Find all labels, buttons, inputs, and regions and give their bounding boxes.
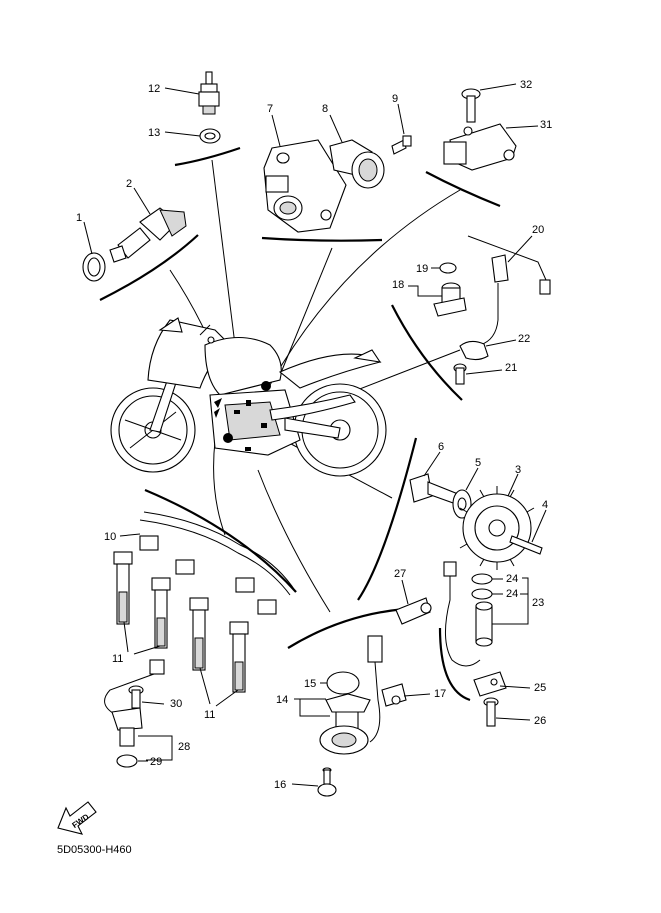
callout-25: 25 <box>534 682 546 694</box>
callout-31: 31 <box>540 119 552 131</box>
callout-12: 12 <box>148 83 160 95</box>
part-4-pin <box>509 535 543 555</box>
callout-1: 1 <box>76 212 82 224</box>
group-dividers <box>99 146 501 702</box>
part-22-clamp <box>459 340 489 361</box>
part-27-clip <box>395 597 432 625</box>
part-15-o-ring <box>326 671 360 695</box>
callout-26: 26 <box>534 715 546 727</box>
callout-13: 13 <box>148 127 160 139</box>
part-23-sensor <box>443 561 493 667</box>
callout-24a: 24 <box>506 573 518 585</box>
part-25-bracket <box>473 671 507 697</box>
callout-30: 30 <box>170 698 182 710</box>
part-24-o-ring-a <box>471 573 493 585</box>
callouts: 1 2 12 13 7 8 9 32 31 20 19 18 2 <box>76 79 552 791</box>
diagram-code: 5D05300-H460 <box>57 844 132 856</box>
part-3-pickup-rotor <box>459 486 535 570</box>
fwd-arrow-icon: FWD <box>57 801 97 835</box>
callout-4: 4 <box>542 499 548 511</box>
part-11-ignition-coils-a <box>113 551 171 649</box>
part-26-bolt <box>483 697 499 727</box>
part-24-o-ring-b <box>471 588 493 600</box>
callout-6: 6 <box>438 441 444 453</box>
callout-17: 17 <box>434 688 446 700</box>
motorcycle-illustration <box>110 317 387 477</box>
part-28-sensor <box>104 659 165 747</box>
part-13-washer <box>199 128 221 144</box>
part-10-wire-harness <box>139 511 297 615</box>
part-1-gasket <box>82 252 106 282</box>
callout-22: 22 <box>518 333 530 345</box>
callout-21: 21 <box>505 362 517 374</box>
part-12-switch <box>198 71 220 115</box>
part-19-o-ring <box>439 262 457 274</box>
part-32-bolt <box>461 88 481 123</box>
part-11-ignition-coils-b <box>189 597 249 693</box>
callout-5: 5 <box>475 457 481 469</box>
callout-27: 27 <box>394 568 406 580</box>
callout-23: 23 <box>532 597 544 609</box>
part-16-bolt <box>317 767 337 797</box>
callout-2: 2 <box>126 178 132 190</box>
callout-24b: 24 <box>506 588 518 600</box>
part-14-speed-sensor <box>319 635 383 755</box>
callout-32: 32 <box>520 79 532 91</box>
callout-10: 10 <box>104 531 116 543</box>
part-8-sensor <box>329 139 385 189</box>
part-20-lead <box>467 235 551 346</box>
part-31-sensor <box>443 123 517 171</box>
part-18-sensor <box>433 282 467 317</box>
callout-18: 18 <box>392 279 404 291</box>
part-5-washer <box>452 489 472 519</box>
part-6-bolt <box>409 473 459 505</box>
callout-15: 15 <box>304 678 316 690</box>
callout-3: 3 <box>515 464 521 476</box>
callout-29: 29 <box>150 756 162 768</box>
callout-11b: 11 <box>204 709 215 721</box>
callout-11a: 11 <box>112 653 123 665</box>
part-7-throttle-sensor <box>263 139 347 233</box>
callout-28: 28 <box>178 741 190 753</box>
callout-16: 16 <box>274 779 286 791</box>
part-30-bolt <box>128 685 144 709</box>
part-21-bolt <box>453 363 467 385</box>
part-29-o-ring <box>116 754 138 768</box>
callout-8: 8 <box>322 103 328 115</box>
callout-14: 14 <box>276 694 288 706</box>
callout-7: 7 <box>267 103 273 115</box>
part-2-sensor <box>109 207 187 263</box>
callout-19: 19 <box>416 263 428 275</box>
part-9-screw <box>391 135 412 155</box>
callout-9: 9 <box>392 93 398 105</box>
callout-20: 20 <box>532 224 544 236</box>
part-17-clamp <box>381 683 407 707</box>
